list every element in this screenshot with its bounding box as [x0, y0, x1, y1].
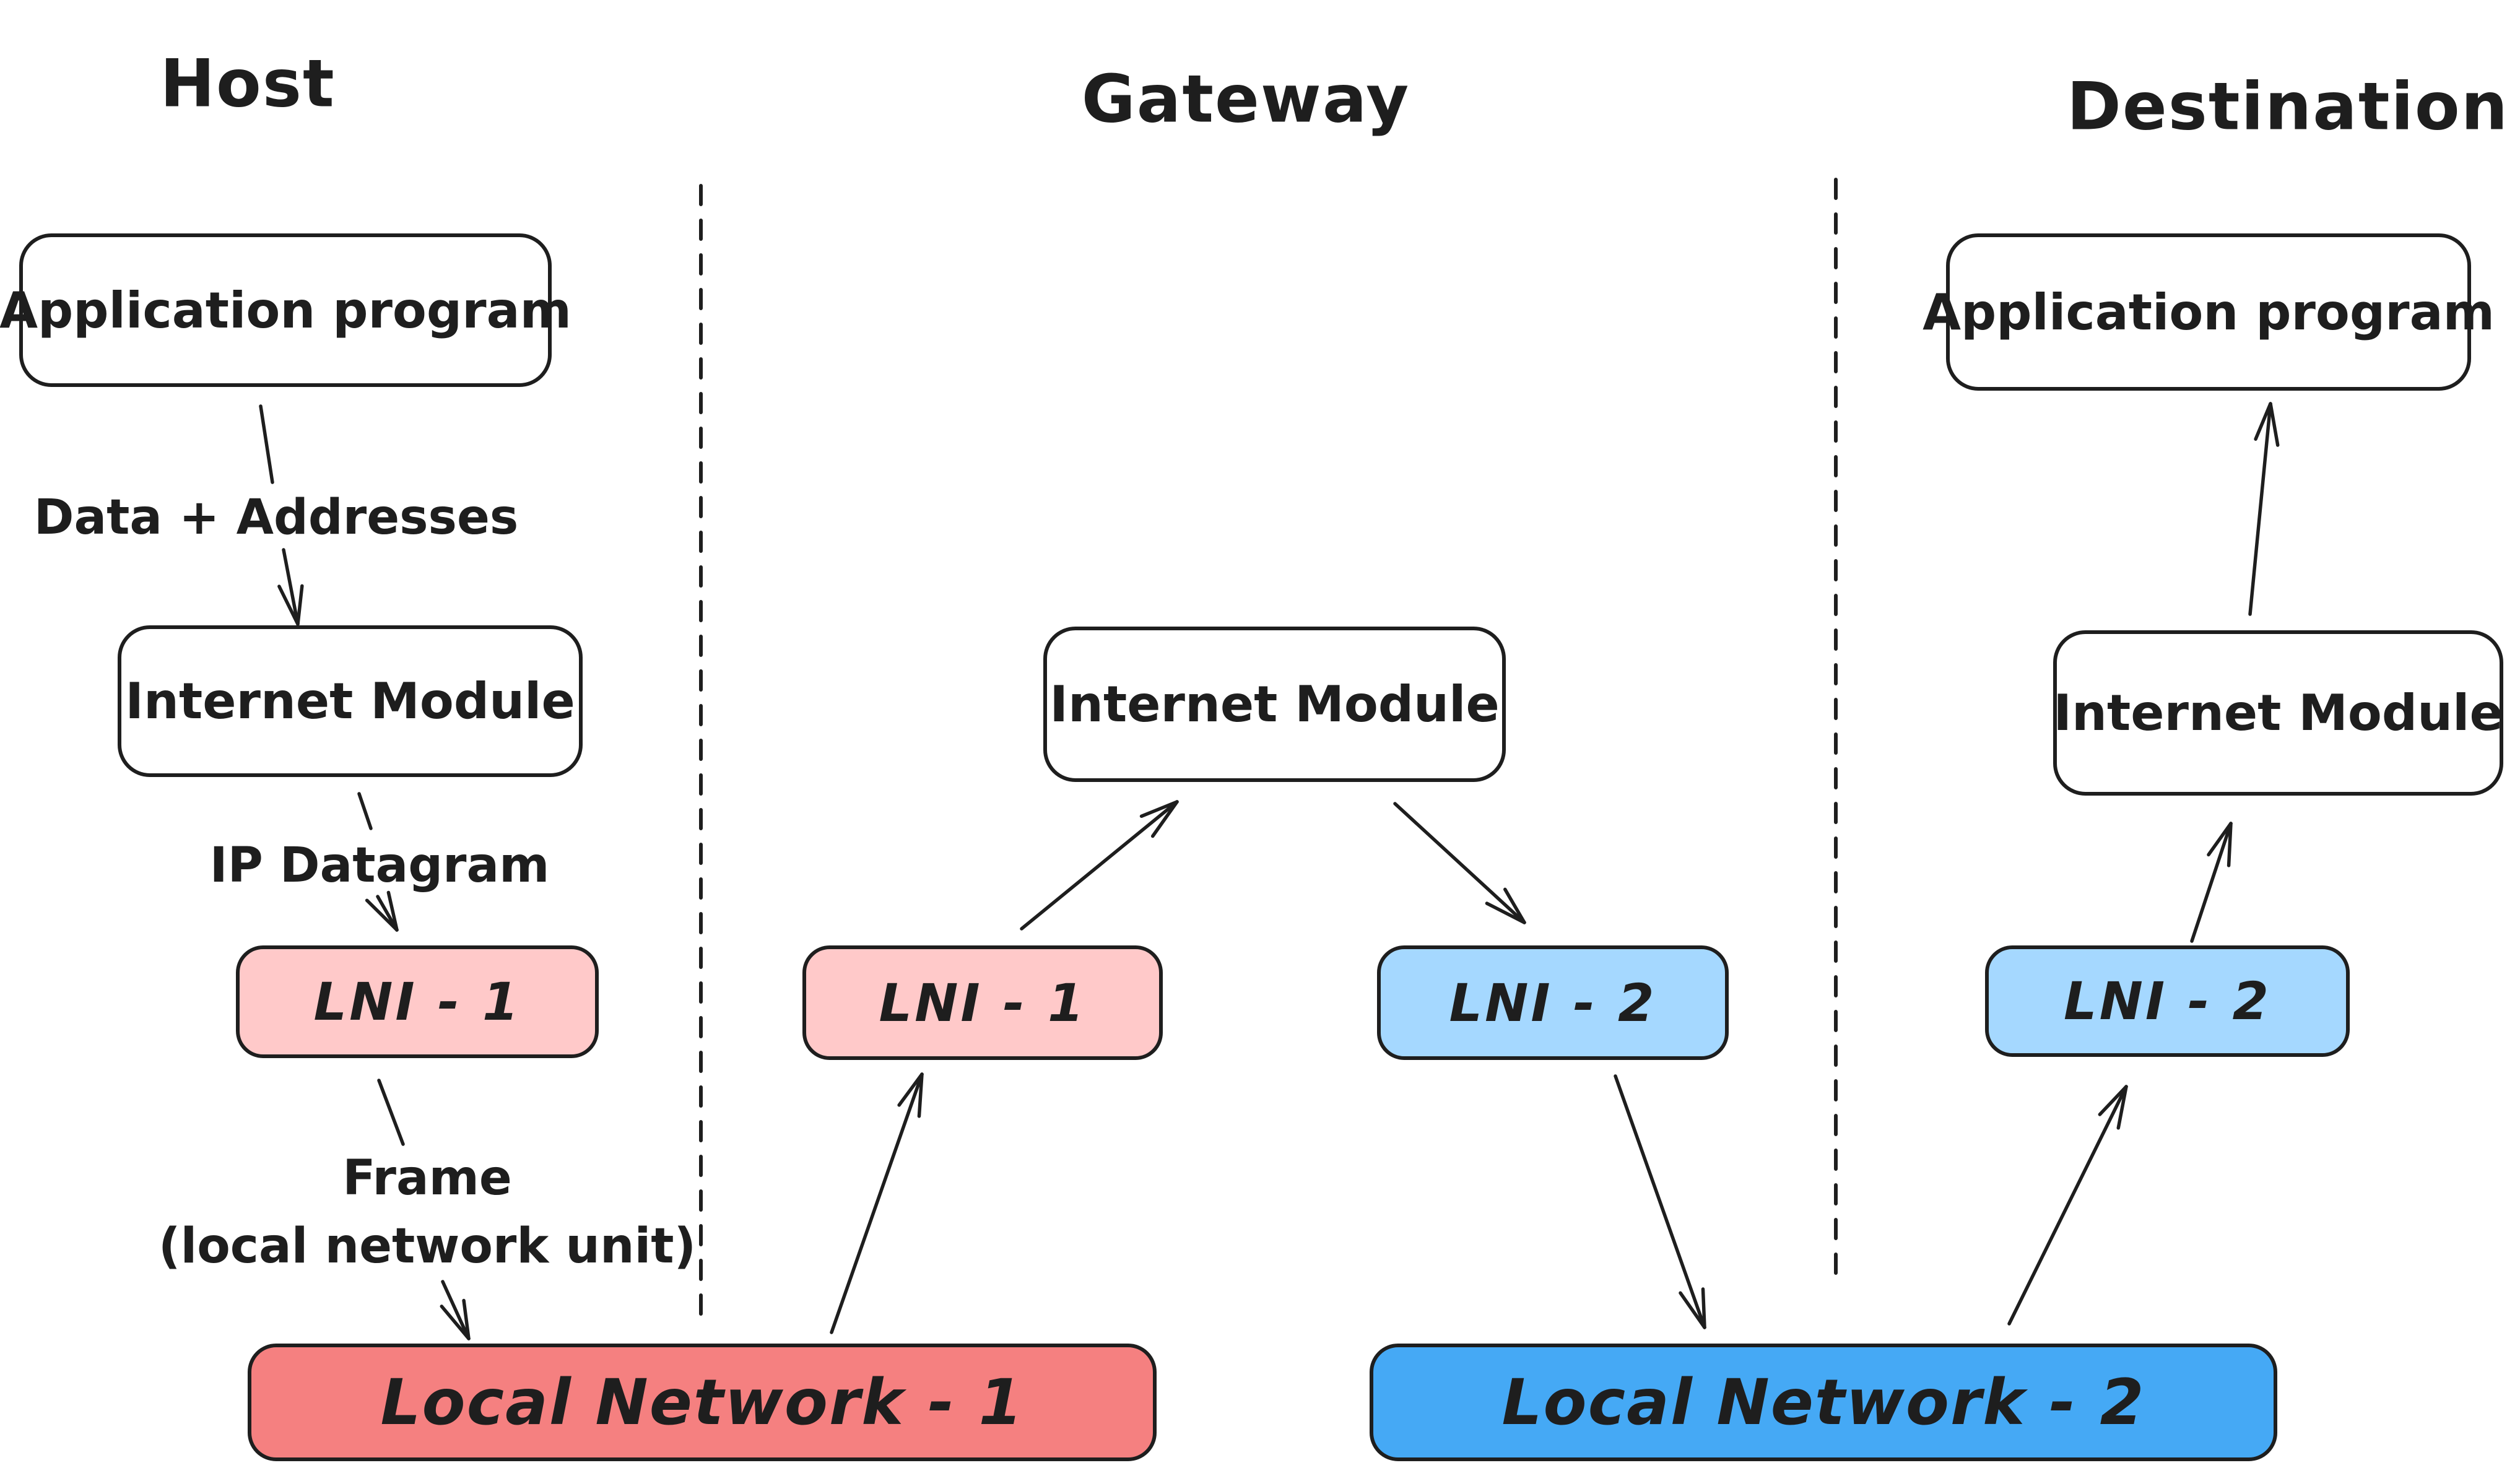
arrowhead: [1503, 887, 1526, 924]
gateway-lni1-box: LNI - 1: [802, 945, 1163, 1060]
arrowhead: [1485, 901, 1526, 924]
destination-internet-module-label: Internet Module: [2053, 684, 2503, 742]
arrowhead: [1679, 1291, 1706, 1329]
destination-application-program-box: Application program: [1923, 233, 2495, 391]
arrowhead: [2207, 822, 2233, 857]
gateway-lni2-label: LNI - 2: [1449, 972, 1657, 1033]
local-network-2-bar: Local Network - 2: [1370, 1344, 2277, 1461]
arrowhead: [462, 1298, 471, 1340]
host-application-program-label: Application program: [0, 281, 571, 339]
arrowhead: [1701, 1287, 1706, 1329]
destination-application-program-label: Application program: [1923, 283, 2495, 341]
arrow-gateway-lni1-to-internet-module: [1020, 800, 1179, 931]
arrowhead: [2254, 402, 2272, 441]
local-network-2-label: Local Network - 2: [1501, 1365, 2145, 1440]
arrowhead: [365, 898, 399, 932]
arrowhead: [2269, 402, 2280, 447]
host-internet-module-box: Internet Module: [118, 625, 583, 777]
arrowhead: [2227, 822, 2233, 867]
arrowhead: [440, 1305, 471, 1340]
arrowhead: [897, 1072, 924, 1107]
arrow-lni1-to-label-host: [377, 1079, 405, 1146]
frame-label-line2: (local network unit): [158, 1218, 697, 1274]
arrow-internet-module-to-label-host: [357, 792, 373, 830]
local-network-1-label: Local Network - 1: [380, 1365, 1024, 1440]
arrowhead: [917, 1072, 924, 1118]
gateway-internet-module-box: Internet Module: [1043, 627, 1506, 782]
arrow-destination-lni2-to-internet-module: [2190, 822, 2233, 943]
arrowhead: [2116, 1085, 2128, 1130]
data-addresses-label: Data + Addresses: [33, 490, 519, 545]
host-lni1-box: LNI - 1: [236, 945, 599, 1058]
arrow-label-to-local-network-1: [441, 1280, 471, 1340]
arrowhead: [1150, 800, 1179, 838]
arrow-internet-module-to-gateway-lni2: [1393, 802, 1526, 924]
destination-lni2-label: LNI - 2: [2064, 971, 2271, 1032]
destination-internet-module-box: Internet Module: [2053, 630, 2503, 796]
destination-column-title: Destination: [2066, 68, 2509, 145]
local-network-1-bar: Local Network - 1: [248, 1344, 1157, 1461]
arrow-label-to-internet-module-host: [282, 548, 300, 626]
arrow-local-network-2-to-destination-lni2: [2007, 1085, 2128, 1326]
host-column-title: Host: [160, 45, 336, 122]
gateway-internet-module-label: Internet Module: [1049, 675, 1500, 733]
arrow-gateway-lni2-to-local-network-2: [1614, 1074, 1706, 1329]
gateway-column-title: Gateway: [1081, 61, 1410, 137]
arrowhead: [1139, 800, 1179, 819]
arrowhead: [277, 584, 300, 626]
frame-label: Frame (local network unit): [159, 1144, 696, 1280]
arrow-local-network-1-to-gateway-lni1: [830, 1072, 924, 1334]
gateway-lni1-label: LNI - 1: [879, 972, 1087, 1033]
host-application-program-box: Application program: [0, 233, 571, 387]
frame-label-line1: Frame: [342, 1150, 512, 1206]
host-internet-module-label: Internet Module: [125, 672, 575, 730]
ip-datagram-label: IP Datagram: [209, 838, 550, 893]
host-lni1-label: LNI - 1: [313, 971, 521, 1032]
arrowhead: [296, 584, 304, 626]
arrow-label-to-lni1-host: [376, 895, 399, 932]
arrowhead: [386, 890, 399, 932]
gateway-lni2-box: LNI - 2: [1377, 945, 1729, 1060]
arrow-app-to-label-host: [259, 404, 274, 484]
arrow-destination-internet-module-to-app: [2248, 402, 2272, 616]
arrowhead: [2098, 1085, 2128, 1116]
destination-lni2-box: LNI - 2: [1985, 945, 2350, 1057]
